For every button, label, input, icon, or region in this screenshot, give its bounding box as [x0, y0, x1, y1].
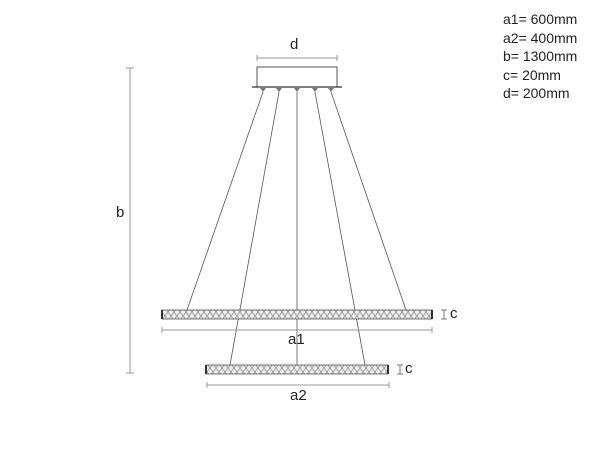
label-d: d: [290, 36, 299, 53]
legend-item-c: c= 20mm: [503, 66, 561, 83]
ring-a2: [205, 364, 389, 375]
dimension-legend: a1= 600mm a2= 400mm b= 1300mm c= 20mm d=…: [503, 10, 577, 103]
label-c-lower: c: [405, 360, 413, 377]
label-a2: a2: [290, 387, 307, 404]
dimension-b: [126, 67, 134, 374]
legend-item-a1: a1= 600mm: [503, 11, 578, 27]
legend-item-b: b= 1300mm: [503, 48, 578, 64]
legend-item-a2: a2= 400mm: [503, 29, 578, 46]
label-a1: a1: [288, 331, 305, 348]
ring-a1: [161, 309, 433, 320]
dimension-a1: [161, 327, 433, 333]
legend-item-d: d= 200mm: [503, 85, 570, 101]
dimension-c-upper: [441, 309, 447, 320]
suspension-wires: [186, 91, 407, 366]
dimension-d: [256, 55, 338, 61]
label-c-upper: c: [450, 305, 458, 322]
dimension-c-lower: [397, 364, 403, 375]
label-b: b: [116, 204, 125, 221]
canopy: [252, 66, 342, 92]
dimension-a2: [206, 382, 390, 388]
